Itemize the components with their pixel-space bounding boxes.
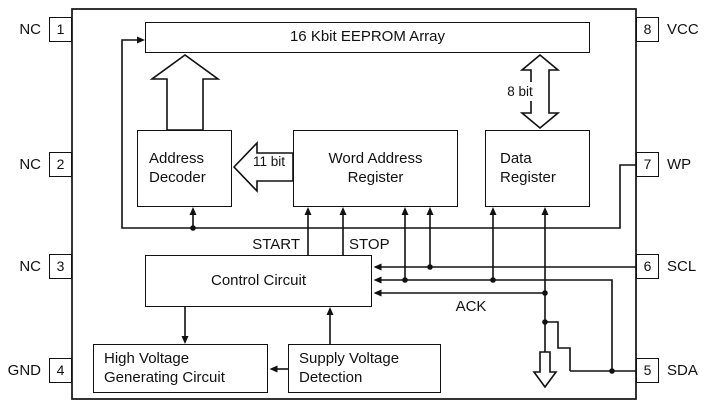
block-word-address-register-label: Word Address Register <box>328 149 423 186</box>
bus-arrow-8bit <box>519 53 561 130</box>
block-data-register-label: Data Register <box>500 149 556 186</box>
block-address-decoder-label: Address Decoder <box>149 149 206 186</box>
pin-box-6: 6 <box>636 254 659 279</box>
bus-arrow-decoder-to-array <box>149 54 221 131</box>
pin-name-vcc: VCC <box>667 21 699 38</box>
block-eeprom-array-label: 16 Kbit EEPROM Array <box>289 28 446 46</box>
pin-box-5: 5 <box>636 358 659 383</box>
pin-number-1: 1 <box>56 21 65 37</box>
pin-name-nc-1: NC <box>19 21 41 38</box>
block-control-circuit: Control Circuit <box>145 255 372 307</box>
arrowhead-into-array <box>137 36 145 44</box>
pin-box-3: 3 <box>49 254 72 279</box>
pin-number-2: 2 <box>56 156 65 172</box>
pin-name-wp: WP <box>667 156 692 173</box>
label-8bit: 8 bit <box>507 84 533 99</box>
wire-sda-step <box>545 321 571 371</box>
block-supply-voltage-detection: Supply Voltage Detection <box>288 344 441 393</box>
pin-number-5: 5 <box>643 362 652 378</box>
pin-number-6: 6 <box>643 258 652 274</box>
pin-box-7: 7 <box>636 152 659 177</box>
pin-box-4: 4 <box>49 358 72 383</box>
pin-box-8: 8 <box>636 17 659 42</box>
pin-number-8: 8 <box>643 21 652 37</box>
block-high-voltage-label: High Voltage Generating Circuit <box>104 349 225 386</box>
block-word-address-register: Word Address Register <box>293 130 458 207</box>
pin-name-gnd: GND <box>7 362 41 379</box>
pin-number-4: 4 <box>56 362 65 378</box>
block-address-decoder: Address Decoder <box>137 130 232 207</box>
pin-name-nc-3: NC <box>19 258 41 275</box>
pin-box-2: 2 <box>49 152 72 177</box>
block-high-voltage-generating-circuit: High Voltage Generating Circuit <box>93 344 268 393</box>
block-data-register: Data Register <box>485 130 590 207</box>
pin-box-1: 1 <box>49 17 72 42</box>
label-ack: ACK <box>456 298 487 315</box>
label-start: START <box>252 236 300 253</box>
output-driver-arrow <box>532 351 558 389</box>
block-control-circuit-label: Control Circuit <box>210 271 307 289</box>
label-8bit-backplate <box>502 82 539 101</box>
pin-number-7: 7 <box>643 156 652 172</box>
label-stop: STOP <box>349 236 390 253</box>
label-11bit: 11 bit <box>253 154 285 169</box>
pin-number-3: 3 <box>56 258 65 274</box>
block-eeprom-array: 16 Kbit EEPROM Array <box>145 22 590 53</box>
pin-name-sda: SDA <box>667 362 698 379</box>
block-supply-voltage-label: Supply Voltage Detection <box>299 349 400 386</box>
bus-arrow-11bit <box>232 141 294 193</box>
pin-name-scl: SCL <box>667 258 697 275</box>
pin-name-nc-2: NC <box>19 156 41 173</box>
